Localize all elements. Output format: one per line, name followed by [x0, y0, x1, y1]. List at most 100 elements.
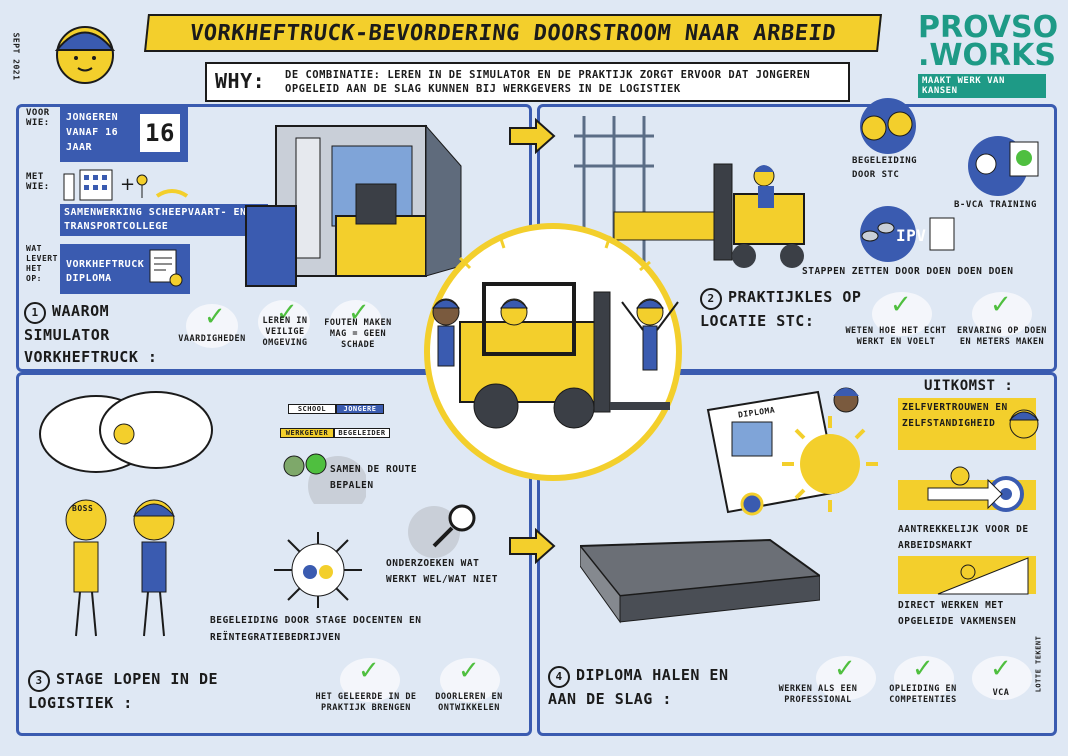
confident-person-icon	[1008, 409, 1040, 439]
signpost-school: School	[288, 404, 336, 414]
section-4-number: 4	[548, 666, 570, 688]
begeleiding-stc-label: Begeleiding door STC	[852, 156, 918, 180]
warehouse-building-illustration	[580, 538, 820, 624]
wat-text: Vorkheftruck diploma	[66, 259, 145, 284]
check-label: Het geleerde in de praktijk brengen	[315, 692, 417, 713]
section-3-heading: 3Stage lopen in de logistiek :	[28, 668, 228, 714]
check-icon: ✓	[276, 298, 298, 328]
bvca-training-icon	[968, 136, 1039, 196]
center-forklift-illustration	[424, 223, 682, 481]
outcome-text: Direct werken met opgeleide vakmensen	[898, 600, 1017, 627]
section-1-heading: 1Waarom simulator vorkheftruck :	[24, 300, 174, 368]
arrow-right-icon	[509, 118, 556, 154]
begeleiding-stage-label: Begeleiding door stage docenten en reïnt…	[210, 615, 422, 643]
check-icon: ✓	[912, 654, 934, 684]
section-2-heading: 2Praktijkles op locatie STC:	[700, 286, 870, 332]
simulator-illustration	[245, 124, 462, 287]
warehouse-forklift-illustration	[574, 116, 805, 268]
route-label: Samen de route bepalen	[330, 464, 418, 491]
signpost-begeleider: Begeleider	[334, 428, 390, 438]
logo-tagline: Maakt werk van kansen	[918, 74, 1046, 98]
voor-wie-label: Voor wie:	[26, 108, 50, 128]
ipv-label: IPV	[896, 226, 927, 245]
check-circle: ✓	[330, 298, 382, 344]
section-4-heading-text: Diploma halen en aan de slag :	[548, 666, 729, 708]
section-4-heading: 4Diploma halen en aan de slag :	[548, 664, 758, 710]
check-icon: ✓	[990, 290, 1012, 320]
check-icon: ✓	[458, 656, 480, 686]
person-head-icon	[54, 26, 116, 84]
check-circle: ✓	[894, 654, 954, 700]
check-icon: ✓	[348, 298, 370, 328]
speech-bubbles-illustration	[39, 391, 213, 473]
route-circle-icon	[283, 453, 366, 504]
check-icon: ✓	[990, 654, 1012, 684]
section-3-number: 3	[28, 670, 50, 692]
check-label: Ervaring op doen en meters maken	[957, 326, 1047, 347]
check-circle: ✓	[258, 298, 310, 344]
boss-cap-label: BOSS	[72, 504, 94, 513]
check-label: Opleiding en competenties	[889, 684, 957, 705]
wat-box: Vorkheftruck diploma	[60, 244, 190, 294]
check-label: Fouten maken mag = geen schade	[324, 318, 392, 350]
check-label: Leren in veilige omgeving	[262, 316, 308, 348]
onderzoeken-label: Onderzoeken wat werkt wel/wat niet	[386, 558, 498, 585]
signpost-werkgever: Werkgever	[280, 428, 334, 438]
check-circle: ✓	[972, 654, 1032, 700]
arrow-right-icon	[509, 528, 556, 564]
stappen-label: Stappen zetten door doen doen doen	[802, 266, 1014, 277]
check-label: Vaardigheden	[178, 334, 246, 344]
date-label: Sept 2021	[11, 32, 21, 81]
section-1-heading-text: Waarom simulator vorkheftruck :	[24, 302, 158, 366]
section-2-heading-text: Praktijkles op locatie STC:	[700, 288, 862, 330]
page-title: Vorkheftruck-bevordering doorstroom naar…	[144, 14, 882, 52]
uitkomst-label: Uitkomst :	[924, 378, 1014, 394]
wat-label: Wat levert het op:	[26, 244, 58, 283]
check-icon: ✓	[834, 654, 856, 684]
boss-and-student-illustration	[65, 499, 176, 637]
check-circle: ✓	[186, 302, 238, 348]
section-3-heading-text: Stage lopen in de logistiek :	[28, 670, 219, 712]
check-label: Weten hoe het echt werkt en voelt	[845, 326, 947, 347]
ipv-steps-icon	[860, 206, 955, 262]
age-badge: 16	[140, 114, 180, 152]
section-2-number: 2	[700, 288, 722, 310]
target-arrow-icon	[898, 466, 1036, 512]
met-wie-label: Met wie:	[26, 172, 50, 192]
outcome-text: Zelfvertrouwen en zelfstandigheid	[902, 402, 1008, 429]
svg-text:+: +	[120, 174, 135, 195]
diploma-icon	[149, 249, 183, 287]
magnifier-icon	[408, 504, 476, 558]
check-circle: ✓	[340, 656, 400, 702]
check-label: VCA	[992, 688, 1010, 698]
support-arrows-icon	[274, 532, 362, 608]
check-label: Doorleren en ontwikkelen	[435, 692, 503, 713]
sun-icon	[782, 416, 878, 512]
why-text: De combinatie: leren in de simulator en …	[285, 69, 811, 95]
logo-line1: PROVSO	[918, 10, 1059, 45]
check-circle: ✓	[816, 654, 876, 700]
check-circle: ✓	[440, 656, 500, 702]
met-wie-text: Samenwerking Scheepvaart- en Transportco…	[60, 204, 268, 236]
bvca-label: B-VCA training	[954, 200, 1037, 210]
logo-line2: .WORKS	[918, 38, 1056, 73]
why-label: Why:	[215, 69, 266, 93]
outcome-text: Aantrekkelijk voor de arbeidsmarkt	[898, 524, 1029, 551]
voor-wie-box: Jongeren vanaf 16 jaar 16	[60, 106, 188, 162]
why-box: Why: De combinatie: leren in de simulato…	[205, 62, 850, 102]
check-icon: ✓	[204, 302, 226, 332]
check-label: Werken als een professional	[778, 684, 858, 705]
check-circle: ✓	[972, 290, 1032, 336]
signpost-jongere: Jongere	[336, 404, 384, 414]
climbing-person-icon	[898, 556, 1036, 595]
building-icon: +	[63, 169, 189, 201]
diploma-illustration	[706, 387, 859, 516]
check-icon: ✓	[890, 290, 912, 320]
check-circle: ✓	[872, 290, 932, 336]
section-1-number: 1	[24, 302, 46, 324]
voor-wie-text: Jongeren vanaf 16 jaar	[66, 112, 119, 153]
stc-coach-icon	[860, 98, 916, 154]
provso-logo: PROVSO .WORKS Maakt werk van kansen	[918, 10, 1059, 98]
credit-label: LOTTE TEKENT	[1034, 635, 1043, 693]
check-icon: ✓	[358, 656, 380, 686]
